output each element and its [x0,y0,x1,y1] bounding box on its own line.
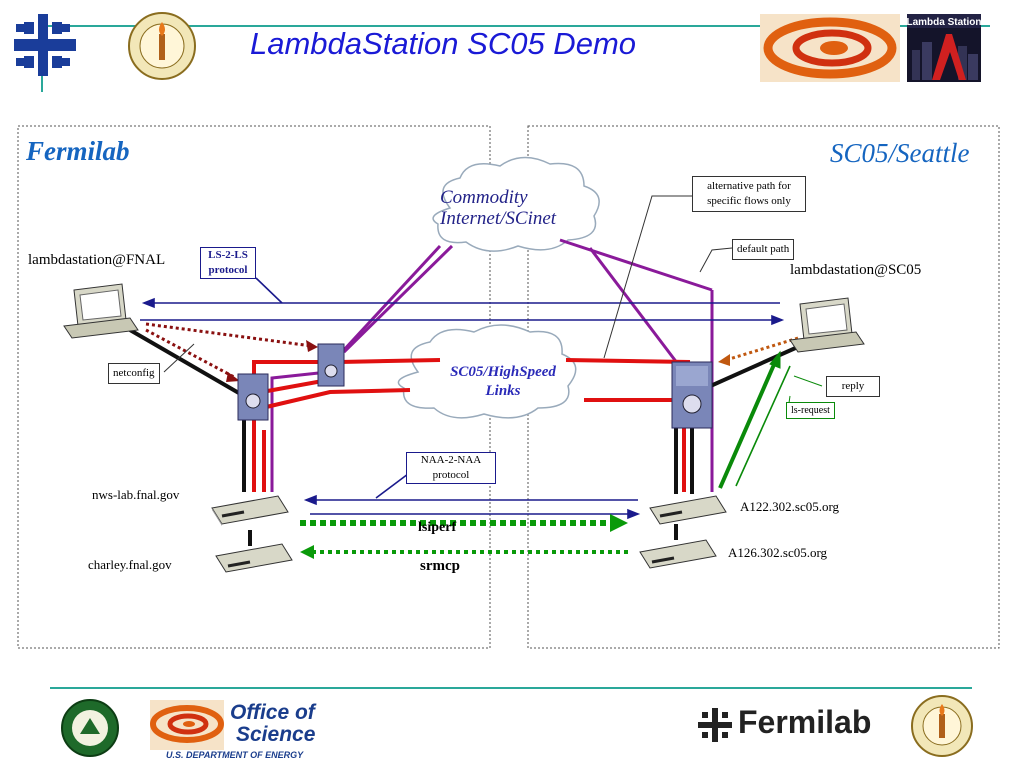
netconfig-arrowhead-icon [306,340,318,352]
sc05-switch-icon [671,361,713,429]
charley-label: charley.fnal.gov [88,557,172,572]
naa2naa-line-2: protocol [432,469,470,481]
lambda-station-logo-icon: Lambda Station [906,14,982,82]
highspeed-line-1: SC05/HighSpeed [450,364,556,380]
nws-lab-label: nws-lab.fnal.gov [92,487,180,502]
lsiperf-label: lsiperf [418,520,457,535]
netconfig-arrowhead-icon [226,372,240,382]
charley-server-icon [215,543,293,573]
commodity-internet-cloud [432,156,600,252]
highspeed-links-cloud [397,324,577,419]
netconfig-arrows [145,322,313,380]
purple-alternative-paths [270,238,714,492]
caltech-seal-icon [128,12,196,80]
naa2naa-line-1: NAA-2-NAA [420,454,482,466]
a126-label: A126.302.sc05.org [728,545,828,560]
naa2naa-arrows [303,473,641,520]
reply-callout: reply [826,376,880,397]
lsiperf-flow [300,514,628,532]
fnal-workstation-icon [63,283,139,339]
default-path-callout: default path [732,239,795,260]
svg-text:Lambda Station: Lambda Station [906,17,981,28]
fermilab-footer-logo-icon [698,708,732,742]
office-line-1: Office of [230,701,315,724]
ls2ls-arrows [140,277,785,326]
commodity-line-1: Commodity [440,187,528,208]
fermilab-footer-text: Fermilab [738,704,872,740]
srmcp-label: srmcp [420,558,460,574]
black-wiring [128,328,801,546]
commodity-cloud-label: Commodity Internet/SCinet [440,187,590,229]
alt-path-callout: alternative path for specific flows only [692,176,806,212]
ls2ls-line-2: protocol [208,264,248,276]
nws-lab-server-icon [211,495,289,526]
sc05-panel-title: SC05/Seattle [830,138,970,168]
fermilab-logo-icon [14,14,76,76]
a122-server-icon [649,495,727,525]
ls2ls-protocol-box: LS-2-LS protocol [200,247,256,279]
sc05-host-label: lambdastation@SC05 [790,262,922,278]
netconfig-callout: netconfig [108,363,160,384]
alt-path-line-2: specific flows only [707,195,791,207]
doe-text: U.S. DEPARTMENT OF ENERGY [166,750,304,760]
fnal-host-label: lambdastation@FNAL [28,252,166,268]
fermilab-panel-title: Fermilab [26,136,130,166]
fnal-edge-switch-icon [237,373,269,421]
doe-seal-icon [61,699,119,757]
ls-request-reply-arrows [718,350,823,489]
srmcp-flow [300,545,628,559]
sc05-config-arrow [718,336,799,366]
commodity-line-2: Internet/SCinet [440,208,557,229]
office-of-science-text: Office of Science [230,702,315,746]
office-of-science-footer-swirl-icon [150,700,224,750]
page-title: LambdaStation SC05 Demo [250,26,637,61]
highspeed-cloud-label: SC05/HighSpeed Links [428,363,578,401]
callout-leaders [163,195,733,373]
alt-path-line-1: alternative path for [707,180,791,192]
ls2ls-line-1: LS-2-LS [208,249,248,261]
naa2naa-protocol-box: NAA-2-NAA protocol [406,452,496,484]
ls-request-callout: ls-request [786,402,835,419]
red-default-paths [252,358,691,492]
highspeed-line-2: Links [485,383,521,399]
fnal-border-switch-icon [317,343,345,387]
a126-server-icon [639,539,717,569]
sc05-workstation-icon [789,297,865,353]
office-line-2: Science [236,723,316,746]
a122-label: A122.302.sc05.org [740,499,840,514]
caltech-footer-seal-icon [911,695,973,757]
office-of-science-swirl-icon [760,14,900,82]
